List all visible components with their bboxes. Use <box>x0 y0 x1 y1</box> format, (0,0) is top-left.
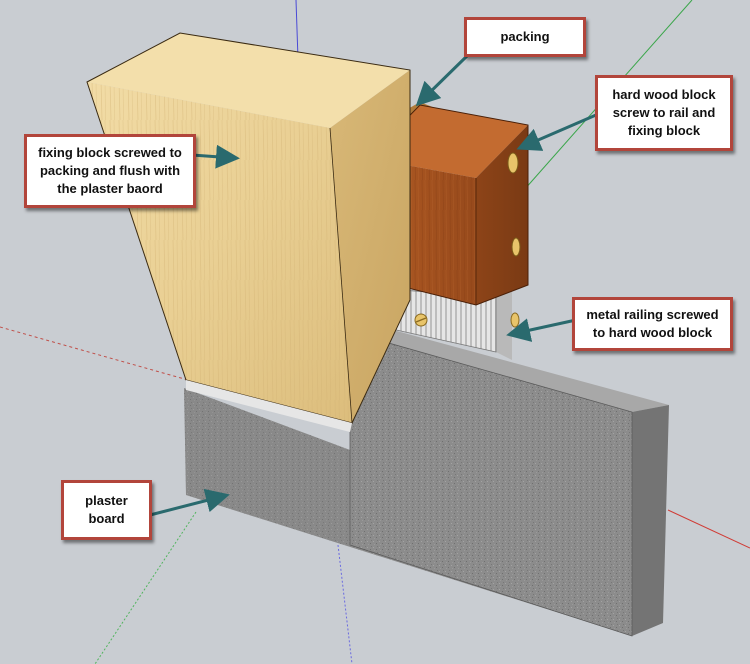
fixing-arrow <box>191 144 240 169</box>
plaster-arrow <box>149 488 230 517</box>
hardwood-label-line-2: screw to rail and <box>612 105 716 120</box>
fixing-block <box>86 32 411 432</box>
fixing-block-callout: fixing block screwed to packing and flus… <box>24 134 196 208</box>
plaster-board-callout: plaster board <box>61 480 152 540</box>
railing-label-line-2: to hard wood block <box>592 325 713 340</box>
hardwood-arrow <box>516 113 597 151</box>
hardwood-label-line-1: hard wood block <box>612 87 716 102</box>
hardwood-block-callout: hard wood block screw to rail and fixing… <box>595 75 733 151</box>
fixing-label-line-2: packing and flush with <box>39 163 181 178</box>
railing-side-screw-icon <box>510 312 520 328</box>
packing-callout: packing <box>464 17 586 57</box>
axis-blue-line-lower <box>337 544 353 664</box>
packing-label-line-1: packing <box>500 29 550 44</box>
packing-arrow <box>415 53 470 107</box>
plaster-board <box>184 330 669 637</box>
hardwood-screw-icon-2 <box>511 237 521 257</box>
hardwood-screw-icon-1 <box>507 152 519 174</box>
axis-red-line-right <box>667 509 750 549</box>
plaster-label-line-2: board <box>88 511 125 526</box>
axis-red-line-left <box>0 326 189 381</box>
metal-railing-callout: metal railing screwed to hard wood block <box>572 297 733 351</box>
callout-arrows <box>149 53 597 517</box>
railing-label-line-1: metal railing screwed <box>586 307 719 322</box>
railing-arrow <box>506 318 577 342</box>
plaster-label-line-1: plaster <box>85 493 128 508</box>
fixing-label-line-1: fixing block screwed to <box>38 145 182 160</box>
hardwood-label-line-3: fixing block <box>627 123 701 138</box>
fixing-label-line-3: the plaster baord <box>57 181 163 196</box>
axis-green-line-lower <box>94 511 197 664</box>
